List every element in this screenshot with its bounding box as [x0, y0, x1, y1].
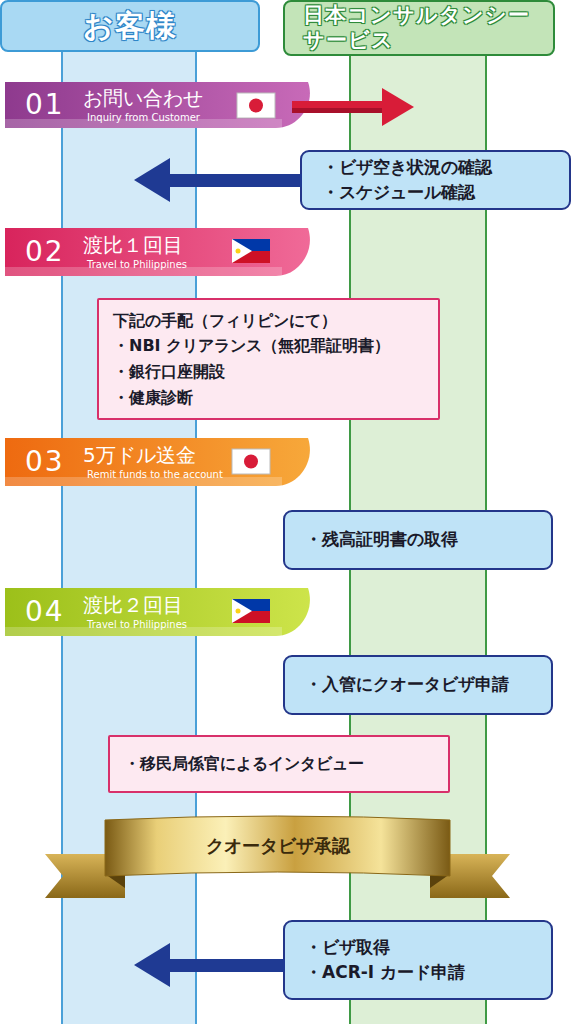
step-banner: 04渡比２回目 Travel to Philippines — [5, 588, 312, 636]
banner-content: 02渡比１回目 Travel to Philippines — [5, 228, 312, 276]
banner-text-column: 5万ドル送金 Remit funds to the account — [83, 444, 223, 481]
company-task-line: ・スケジュール確認 — [322, 180, 559, 206]
banner-content: 035万ドル送金 Remit funds to the account — [5, 438, 312, 486]
customer-task-line: ・健康診断 — [113, 385, 428, 411]
banner-fill — [5, 228, 310, 276]
company-task-line: ・入管にクオータビザ申請 — [305, 672, 541, 698]
lane-title: お客様 — [10, 8, 250, 44]
lane-title: 日本コンサルタンシー サービス — [303, 3, 539, 53]
ribbon-band — [105, 816, 450, 876]
company-task-line: ・ACR-I カード申請 — [305, 960, 541, 986]
blue-arrow — [134, 158, 302, 202]
step-title: 渡比１回目 — [83, 234, 187, 257]
company-task-box: ・残高証明書の取得 — [283, 510, 553, 570]
philippines-flag — [232, 599, 270, 623]
step-subtitle: Inquiry from Customer — [83, 112, 203, 124]
lane-header: 日本コンサルタンシー サービス — [283, 0, 555, 56]
customer-task-line: 下記の手配（フィリピンにて） — [113, 308, 428, 334]
ribbon-title: クオータビザ承認 — [206, 835, 350, 857]
philippines-flag — [232, 239, 270, 263]
banner-content: 04渡比２回目 Travel to Philippines — [5, 588, 312, 636]
customer-task-line: ・移民局係官によるインタビュー — [124, 751, 438, 777]
company-task-box: ・入管にクオータビザ申請 — [283, 655, 553, 715]
customer-task-box: ・移民局係官によるインタビュー — [108, 735, 450, 793]
step-banner: 02渡比１回目 Travel to Philippines — [5, 228, 312, 276]
step-subtitle: Remit funds to the account — [83, 469, 223, 481]
step-title: 5万ドル送金 — [83, 444, 223, 467]
banner-fill — [5, 588, 310, 636]
company-task-box: ・ビザ取得・ACR-I カード申請 — [283, 920, 553, 1000]
step-banner: 01お問い合わせ Inquiry from Customer — [5, 82, 312, 128]
step-number: 02 — [5, 238, 83, 266]
customer-task-line: ・NBI クリアランス（無犯罪証明書） — [113, 333, 428, 359]
step-title: 渡比２回目 — [83, 594, 187, 617]
banner-content: 01お問い合わせ Inquiry from Customer — [5, 82, 312, 128]
company-task-line: ・ビザ空き状況の確認 — [322, 155, 559, 181]
step-title: お問い合わせ — [83, 87, 203, 110]
step-number: 03 — [5, 448, 83, 476]
company-task-box: ・ビザ空き状況の確認・スケジュール確認 — [300, 150, 571, 210]
banner-fill — [5, 438, 310, 486]
blue-arrow — [134, 943, 285, 987]
company-task-line: ・ビザ取得 — [305, 935, 541, 961]
banner-text-column: お問い合わせ Inquiry from Customer — [83, 87, 203, 124]
banner-fill — [5, 82, 310, 128]
red-arrow — [292, 88, 414, 126]
approval-ribbon: クオータビザ承認 — [45, 812, 510, 900]
step-number: 04 — [5, 598, 83, 626]
company-task-line: ・残高証明書の取得 — [305, 527, 541, 553]
ribbon-text-area: クオータビザ承認 — [105, 820, 450, 872]
japan-flag — [232, 449, 270, 474]
step-number: 01 — [5, 91, 83, 119]
banner-text-column: 渡比２回目 Travel to Philippines — [83, 594, 187, 631]
japan-flag — [237, 93, 275, 118]
step-banner: 035万ドル送金 Remit funds to the account — [5, 438, 312, 486]
customer-task-box: 下記の手配（フィリピンにて）・NBI クリアランス（無犯罪証明書）・銀行口座開設… — [97, 298, 440, 420]
banner-text-column: 渡比１回目 Travel to Philippines — [83, 234, 187, 271]
step-subtitle: Travel to Philippines — [83, 259, 187, 271]
customer-task-line: ・銀行口座開設 — [113, 359, 428, 385]
lane-header: お客様 — [0, 0, 260, 52]
step-subtitle: Travel to Philippines — [83, 619, 187, 631]
